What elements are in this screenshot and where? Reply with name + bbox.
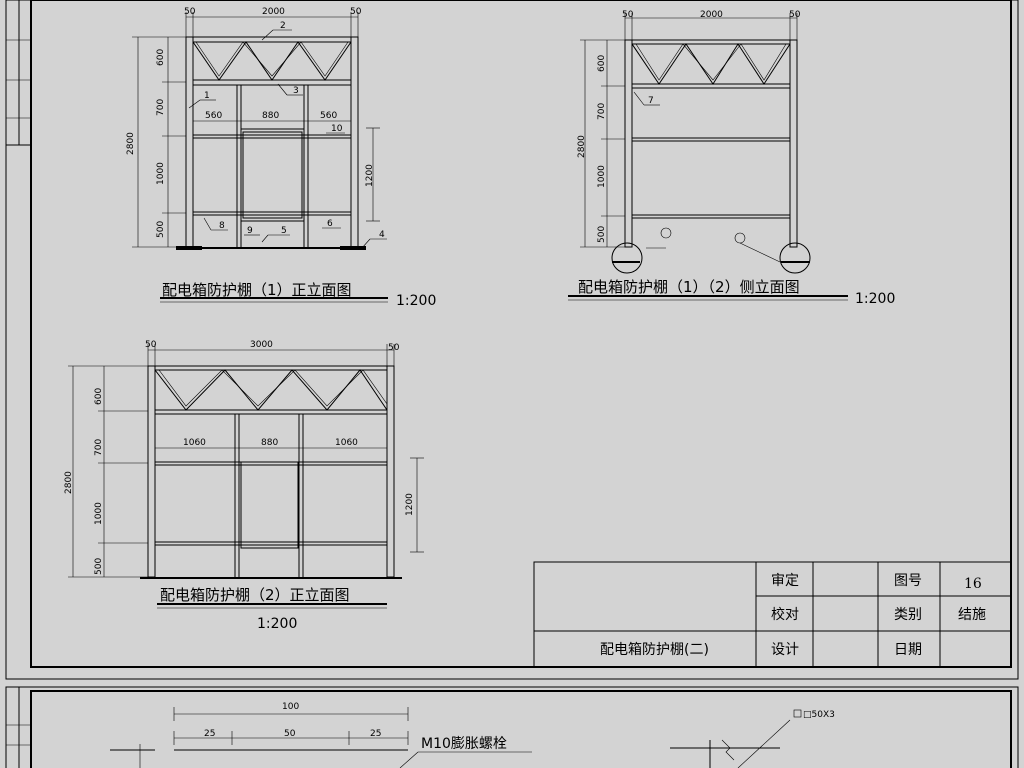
v3-dim-total-height: 2800	[64, 471, 74, 494]
dim-total-height: 2800	[126, 132, 136, 155]
dim-mid-center: 880	[262, 111, 279, 121]
tb-design-label: 设计	[771, 642, 799, 658]
tb-date-label: 日期	[894, 642, 922, 658]
view2-title: 配电箱防护棚（1）（2）侧立面图	[578, 278, 800, 296]
detail-dim-25-left: 25	[204, 729, 215, 739]
side-dim-left-500: 500	[597, 226, 607, 243]
view3-title: 配电箱防护棚（2）正立面图	[160, 586, 350, 604]
callout-5: 5	[281, 226, 287, 236]
v3-dim-left-500: 500	[94, 558, 104, 575]
tb-review-label: 审定	[771, 573, 799, 589]
side-callout-7: 7	[648, 96, 654, 106]
v3-dim-mid-center: 880	[261, 438, 278, 448]
side-dim-left-700: 700	[597, 103, 607, 120]
view-front-elevation-1: 50 2000 50 560 880 560 600 700 1000 500 …	[126, 7, 436, 309]
tb-category-value: 结施	[958, 607, 986, 623]
callout-6: 8	[219, 221, 225, 231]
sheet-bottom: 100 25 50 25 M10膨胀螺栓 □50X3	[5, 686, 1019, 768]
tb-drawing-name: 配电箱防护棚(二)	[600, 642, 709, 658]
v3-dim-mid-left: 1060	[183, 438, 206, 448]
dim-left-500: 500	[156, 221, 166, 238]
detail-dim-100: 100	[282, 702, 299, 712]
dim-right-1200: 1200	[365, 164, 375, 187]
tb-category-label: 类别	[894, 607, 922, 623]
tb-check-label: 校对	[771, 606, 799, 623]
callout-10: 10	[331, 124, 343, 134]
v3-dim-left-1000: 1000	[94, 502, 104, 525]
tb-fig-no-value: 16	[964, 576, 982, 592]
dim-top-span: 2000	[262, 7, 285, 17]
bolt-label: M10膨胀螺栓	[421, 735, 507, 752]
callout-8: 6	[327, 219, 333, 229]
dim-left-1000: 1000	[156, 162, 166, 185]
v3-dim-mid-right: 1060	[335, 438, 358, 448]
callout-2: 2	[280, 21, 286, 31]
tb-fig-no-label: 图号	[894, 573, 922, 589]
dim-left-700: 700	[156, 99, 166, 116]
section-label: □50X3	[803, 710, 835, 720]
sheet-top-frame	[5, 0, 1019, 680]
dim-mid-left: 560	[205, 111, 222, 121]
side-dim-left-1000: 1000	[597, 165, 607, 188]
v3-dim-top-right: 50	[388, 343, 400, 353]
view-front-elevation-2: 50 3000 50 1060 880 1060 600 700 1000 50…	[64, 340, 424, 632]
dim-mid-right: 560	[320, 111, 337, 121]
side-dim-top-span: 2000	[700, 10, 723, 20]
v3-dim-left-600: 600	[94, 388, 104, 405]
dim-left-600: 600	[156, 49, 166, 66]
callout-1: 1	[204, 91, 210, 101]
callout-4: 4	[379, 230, 385, 240]
v3-dim-right-1200: 1200	[405, 493, 415, 516]
detail-dim-50: 50	[284, 729, 296, 739]
view-side-elevation: 50 2000 50 600 700 1000 500 2800 7 配电箱防护…	[568, 10, 895, 307]
detail-dim-25-right: 25	[370, 729, 381, 739]
v3-dim-top-span: 3000	[250, 340, 273, 350]
side-dim-left-600: 600	[597, 55, 607, 72]
title-block: 配电箱防护棚(二) 审定 校对 设计 图号 16 类别 结施 日期	[533, 561, 1012, 668]
callout-3: 3	[293, 86, 299, 96]
view3-scale: 1:200	[257, 616, 297, 632]
dim-top-left: 50	[184, 7, 196, 17]
callout-9: 9	[247, 226, 253, 236]
side-dim-top-right: 50	[789, 10, 801, 20]
v3-dim-top-left: 50	[145, 340, 157, 350]
dim-top-right: 50	[350, 7, 362, 17]
view2-scale: 1:200	[855, 291, 895, 307]
side-dim-total-height: 2800	[577, 135, 587, 158]
side-dim-top-left: 50	[622, 10, 634, 20]
view1-title: 配电箱防护棚（1）正立面图	[162, 281, 352, 299]
v3-dim-left-700: 700	[94, 439, 104, 456]
view1-scale: 1:200	[396, 293, 436, 309]
